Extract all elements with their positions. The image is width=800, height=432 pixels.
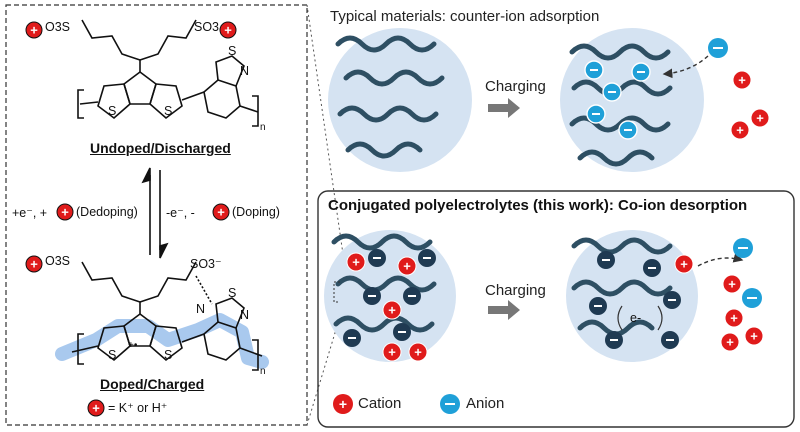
- charging-arrow-top: [488, 98, 520, 118]
- cation-icon: [56, 203, 74, 221]
- legend-cation-label: Cation: [358, 395, 402, 412]
- bubble-before: [324, 230, 456, 362]
- thiophene-s-left: S: [108, 104, 117, 118]
- cation-definition: = K⁺ or H⁺: [108, 401, 168, 415]
- dedoping-text: +e⁻, +: [12, 206, 48, 220]
- svg-text:+: +: [738, 73, 746, 88]
- zoom-line-top: [306, 4, 346, 269]
- svg-text:+: +: [352, 255, 360, 270]
- polaron-mark: +•: [128, 340, 138, 351]
- svg-text:+: +: [61, 205, 69, 220]
- doped-thiophene-s-left: S: [108, 348, 117, 362]
- svg-text:+: +: [30, 257, 38, 272]
- doped-label: Doped/Charged: [100, 376, 205, 392]
- charging-label-bottom: Charging: [485, 282, 546, 299]
- undoped-molecule: [77, 19, 259, 127]
- bubble-before: [328, 28, 472, 172]
- dedoping-suffix: (Dedoping): [76, 205, 138, 219]
- svg-text:+: +: [388, 303, 396, 318]
- svg-text:+: +: [728, 277, 736, 292]
- cpe-title: Conjugated polyelectrolytes (this work):…: [328, 197, 748, 214]
- doped-thiadiazole-s: S: [228, 286, 237, 300]
- svg-text:+: +: [217, 205, 225, 220]
- cpe-panel-frame: [317, 190, 795, 428]
- charging-arrow-bottom: [488, 300, 520, 320]
- cation-icon: [750, 108, 770, 128]
- cation-icon: [219, 21, 237, 39]
- conjugation-highlight: [55, 313, 269, 369]
- thiadiazole-n-label: N: [240, 64, 250, 78]
- cpe-scene: + + + + + + + +: [324, 230, 764, 414]
- doped-repeat-subscript: n: [260, 366, 266, 377]
- anion-migration-arrow: [662, 55, 709, 79]
- doped-thiadiazole-n2: N: [196, 302, 206, 316]
- desorption-arrow: [697, 253, 744, 267]
- svg-text:+: +: [756, 111, 764, 126]
- electron-label: e-: [630, 311, 642, 325]
- charging-label-top: Charging: [485, 78, 546, 95]
- left-panel-cations: + + + + + +: [25, 21, 237, 417]
- svg-text:+: +: [750, 329, 758, 344]
- top-right-sulfonate: SO3: [194, 20, 220, 34]
- typical-materials-title: Typical materials: counter-ion adsorptio…: [330, 8, 600, 25]
- svg-text:+: +: [388, 345, 396, 360]
- right-thiophene-ring: [149, 83, 183, 120]
- doped-molecule: [55, 261, 269, 371]
- cyclopenta-ring: [123, 71, 157, 105]
- doping-text: -e⁻, -: [166, 206, 195, 220]
- svg-text:+: +: [730, 311, 738, 326]
- cation-icon: [732, 70, 752, 90]
- left-panel-frame: [5, 4, 308, 426]
- equilibrium-arrows: [141, 167, 169, 259]
- typical-materials-scene: + + +: [328, 28, 770, 172]
- cation-icon: [25, 255, 43, 273]
- legend-cation-marker: [333, 394, 353, 414]
- doped-thiophene-s-right: S: [164, 348, 173, 362]
- svg-text:+: +: [224, 23, 232, 38]
- bubble-after: [560, 28, 704, 172]
- doped-top-right-sulfonate: SO3⁻: [190, 257, 222, 271]
- cation-icon: [212, 203, 230, 221]
- svg-text:+: +: [736, 123, 744, 138]
- doping-suffix: (Doping): [232, 205, 280, 219]
- legend-anion-label: Anion: [466, 395, 505, 412]
- svg-text:+: +: [680, 257, 688, 272]
- thiadiazole-s-label: S: [228, 44, 237, 58]
- zoom-line-bottom: [306, 299, 346, 426]
- cation-icon: [25, 21, 43, 39]
- thiophene-s-right: S: [164, 104, 173, 118]
- sulfonate-interaction: [195, 275, 213, 305]
- left-bracket: [77, 89, 84, 119]
- svg-text:+: +: [403, 259, 411, 274]
- svg-text:+: +: [414, 345, 422, 360]
- doped-top-left-sulfonate: O3S: [45, 254, 71, 268]
- svg-text:+: +: [726, 335, 734, 350]
- cation-icon: [730, 120, 750, 140]
- doped-thiadiazole-n: N: [240, 308, 250, 322]
- svg-text:+: +: [92, 401, 100, 416]
- benzene-ring: [203, 79, 241, 119]
- undoped-label: Undoped/Discharged: [90, 140, 231, 156]
- top-left-sulfonate: O3S: [45, 20, 71, 34]
- cation-icon: [87, 399, 105, 417]
- svg-text:+: +: [30, 23, 38, 38]
- repeat-subscript: n: [260, 122, 266, 133]
- left-side-chain: [81, 19, 141, 61]
- svg-text:+: +: [339, 396, 347, 412]
- right-side-chain: [139, 19, 197, 61]
- left-thiophene-ring: [97, 83, 131, 120]
- right-bracket: [252, 95, 259, 127]
